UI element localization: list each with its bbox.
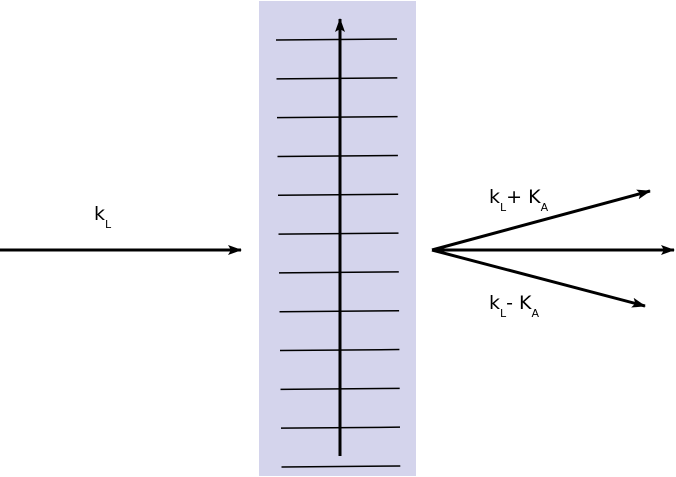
wavefront-line [276, 77, 398, 80]
upshifted-wavevector-label: kL+ KA [489, 186, 549, 214]
wavefront-line [277, 193, 399, 197]
crystal-block [259, 1, 416, 476]
downshifted-beam-arrow [431, 248, 646, 308]
downshifted-wavevector-label: kL- KA [489, 292, 540, 320]
incident-wavevector-label: kL [94, 203, 112, 231]
upshifted-beam-arrow [431, 189, 651, 252]
wavefront-line [277, 154, 398, 158]
wavefront-line [281, 465, 401, 468]
wavefront-line [275, 38, 398, 41]
wavefront-line [276, 115, 398, 119]
